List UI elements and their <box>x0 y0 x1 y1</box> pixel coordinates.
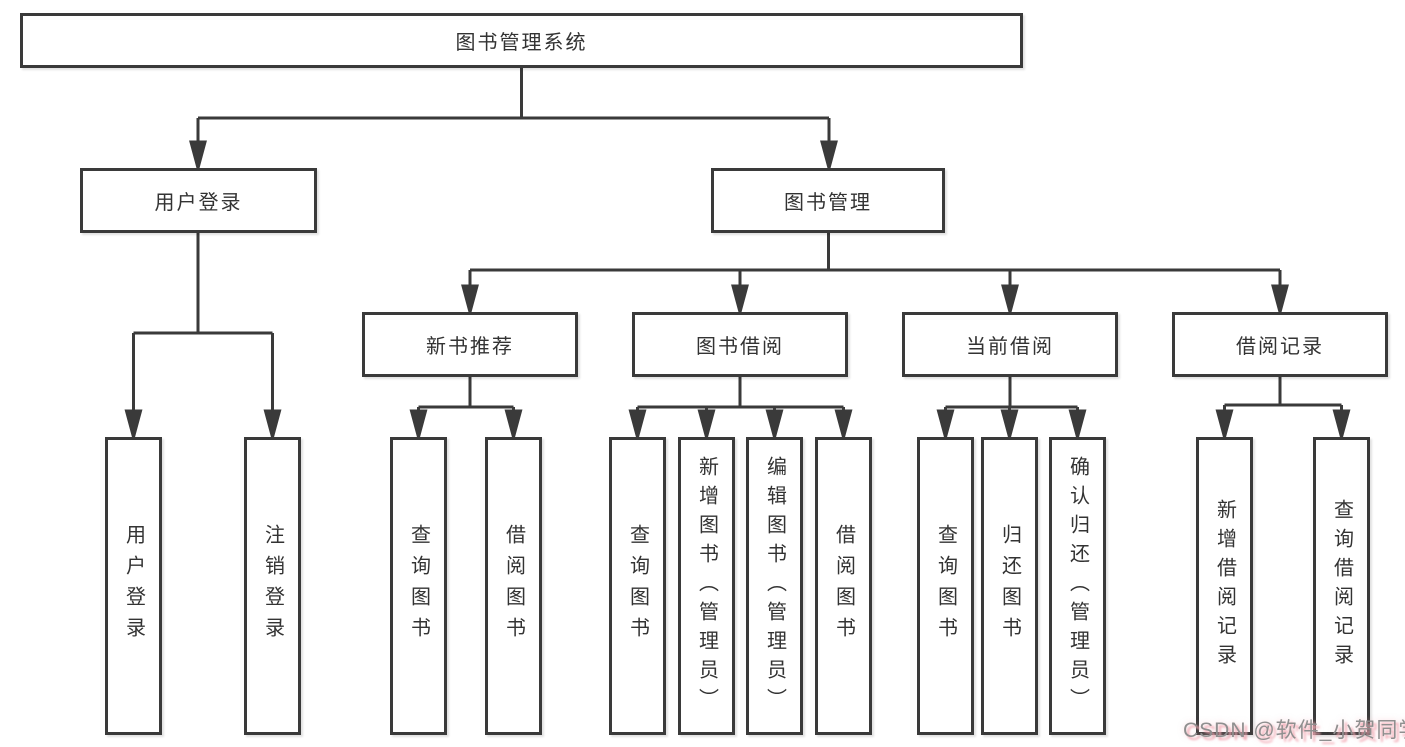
leaf-user-login: 用户登录 <box>105 437 162 735</box>
leaf-query-books-borrow: 查询图书 <box>609 437 666 735</box>
leaf-confirm-return-admin: 确认归还（管理员） <box>1049 437 1106 735</box>
leaf-logout: 注销登录 <box>244 437 301 735</box>
arrowhead-icon <box>263 409 282 443</box>
connector-root-to-level2 <box>189 68 838 174</box>
node-user-login: 用户登录 <box>80 168 317 233</box>
node-book-management: 图书管理 <box>711 168 945 233</box>
leaf-query-books-recommend: 查询图书 <box>390 437 447 735</box>
arrowhead-icon <box>1332 409 1351 443</box>
arrowhead-icon <box>1271 284 1289 318</box>
node-borrow-records: 借阅记录 <box>1172 312 1388 377</box>
node-book-borrow: 图书借阅 <box>632 312 848 377</box>
leaf-add-books-admin: 新增图书（管理员） <box>678 437 735 735</box>
arrowhead-icon <box>765 409 784 443</box>
arrowhead-icon <box>731 284 749 318</box>
connector-current-to-leaves <box>936 377 1087 443</box>
leaf-query-borrow-record: 查询借阅记录 <box>1313 437 1370 735</box>
arrowhead-icon <box>1001 284 1019 318</box>
leaf-borrow-books: 借阅图书 <box>815 437 872 735</box>
connector-mgmt-to-level3 <box>461 233 1289 318</box>
arrowhead-icon <box>1215 409 1234 443</box>
leaf-query-books-current: 查询图书 <box>917 437 974 735</box>
leaf-add-borrow-record: 新增借阅记录 <box>1196 437 1253 735</box>
leaf-return-books: 归还图书 <box>981 437 1038 735</box>
node-current-borrow: 当前借阅 <box>902 312 1118 377</box>
arrowhead-icon <box>628 409 647 443</box>
connector-login-to-leaves <box>124 233 282 443</box>
connector-borrow-to-leaves <box>628 377 853 443</box>
arrowhead-icon <box>820 140 838 174</box>
node-new-book-recommend: 新书推荐 <box>362 312 578 377</box>
connector-newbook-to-leaves <box>409 377 523 443</box>
leaf-borrow-books-recommend: 借阅图书 <box>485 437 542 735</box>
arrowhead-icon <box>936 409 955 443</box>
arrowhead-icon <box>189 140 207 174</box>
connector-records-to-leaves <box>1215 377 1351 443</box>
arrowhead-icon <box>409 409 428 443</box>
arrowhead-icon <box>697 409 716 443</box>
node-root: 图书管理系统 <box>20 13 1023 68</box>
arrowhead-icon <box>834 409 853 443</box>
csdn-watermark: CSDN @软件_小贺同学 <box>1183 719 1405 742</box>
arrowhead-icon <box>124 409 143 443</box>
leaf-edit-books-admin: 编辑图书（管理员） <box>746 437 803 735</box>
arrowhead-icon <box>1068 409 1087 443</box>
arrowhead-icon <box>1000 409 1019 443</box>
arrowhead-icon <box>461 284 479 318</box>
arrowhead-icon <box>504 409 523 443</box>
